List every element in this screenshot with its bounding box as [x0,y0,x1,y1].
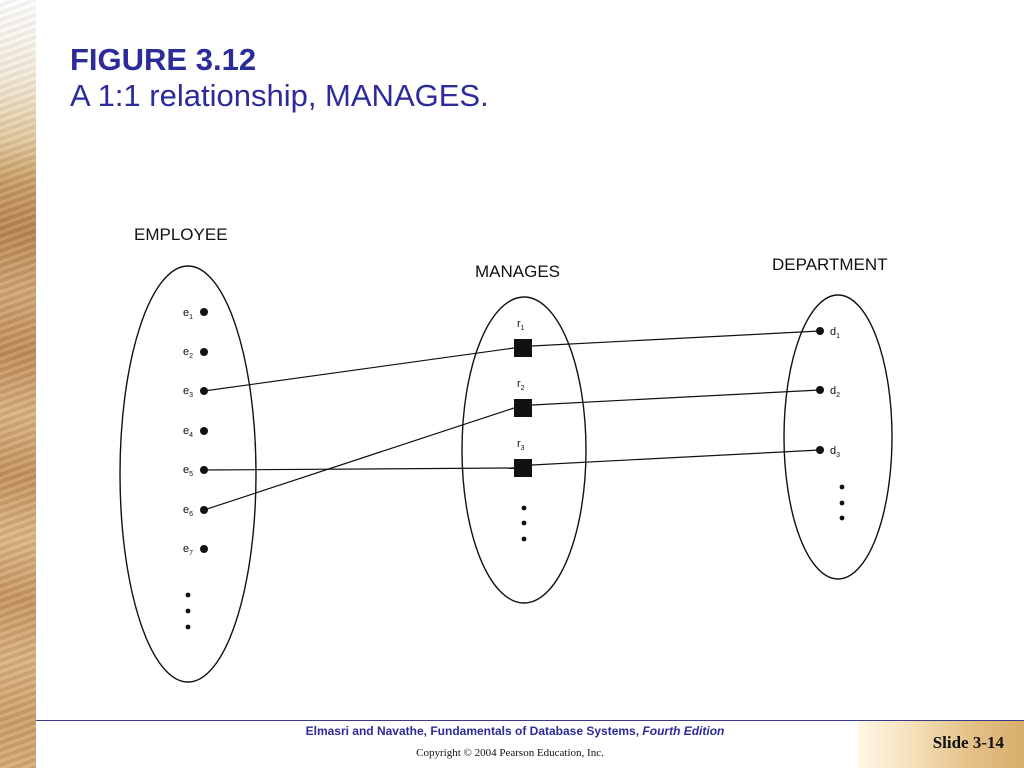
department-set-ellipse [783,294,893,580]
relationship-square [514,399,532,417]
employee-set-ellipse [119,265,257,683]
footer-edition: Fourth Edition [642,724,725,738]
entity-label: e2 [183,346,193,360]
footer-divider [36,720,1024,721]
decorative-sand-strip [0,0,36,768]
entity-label: d3 [830,445,840,459]
entity-label: e6 [183,504,193,518]
relationship-links [203,330,821,511]
relationship-label: r3 [517,438,525,452]
entity-dot [200,427,208,435]
entity-dot [816,386,824,394]
manages-set-ellipse [461,296,587,604]
footer-citation: Elmasri and Navathe, Fundamentals of Dat… [130,724,900,738]
entity-dot [200,308,208,316]
ellipsis-dot [185,608,191,614]
department-entities: d1 d2 d3 [816,326,845,521]
slide-number: Slide 3-14 [932,733,1004,752]
relationship-diagram: EMPLOYEE MANAGES DEPARTMENT e1 e2 e3 e4 … [119,225,893,683]
entity-dot [816,327,824,335]
entity-label: e7 [183,543,193,557]
employee-entities: e1 e2 e3 e4 e5 e6 e7 [183,307,208,630]
link-e5-r3 [203,467,515,471]
slide-number-box: Slide 3-14 [858,721,1024,768]
link-e6-r2 [203,407,515,511]
relationship-label: r1 [517,318,525,332]
figure-number: FIGURE 3.12 [70,42,257,77]
relationship-square [514,339,532,357]
entity-dot [200,466,208,474]
entity-dot [200,348,208,356]
entity-label: d1 [830,326,840,340]
ellipsis-dot [839,515,845,521]
entity-dot [200,506,208,514]
entity-dot [816,446,824,454]
ellipsis-dot [185,624,191,630]
figure-caption: A 1:1 relationship, MANAGES. [70,78,489,113]
ellipsis-dot [521,505,527,511]
manages-set-label: MANAGES [475,262,560,281]
ellipsis-dot [521,536,527,542]
slide-title: FIGURE 3.12 A 1:1 relationship, MANAGES. [70,42,489,114]
entity-dot [200,545,208,553]
link-r2-d2 [531,389,821,406]
ellipsis-dot [185,592,191,598]
link-r3-d3 [531,449,821,466]
entity-dot [200,387,208,395]
link-r1-d1 [531,330,821,347]
entity-label: e1 [183,307,193,321]
link-e3-r1 [203,347,515,392]
relationship-label: r2 [517,378,525,392]
department-set-label: DEPARTMENT [772,255,888,274]
employee-set-label: EMPLOYEE [134,225,228,244]
entity-label: e3 [183,385,193,399]
relationship-square [514,459,532,477]
footer-book-title: Elmasri and Navathe, Fundamentals of Dat… [305,724,640,738]
entity-label: e4 [183,425,193,439]
entity-label: d2 [830,385,840,399]
ellipsis-dot [839,500,845,506]
ellipsis-dot [839,484,845,490]
relationship-instances: r1 r2 r3 [514,318,532,542]
ellipsis-dot [521,520,527,526]
entity-label: e5 [183,464,193,478]
footer-copyright: Copyright © 2004 Pearson Education, Inc. [416,747,604,759]
